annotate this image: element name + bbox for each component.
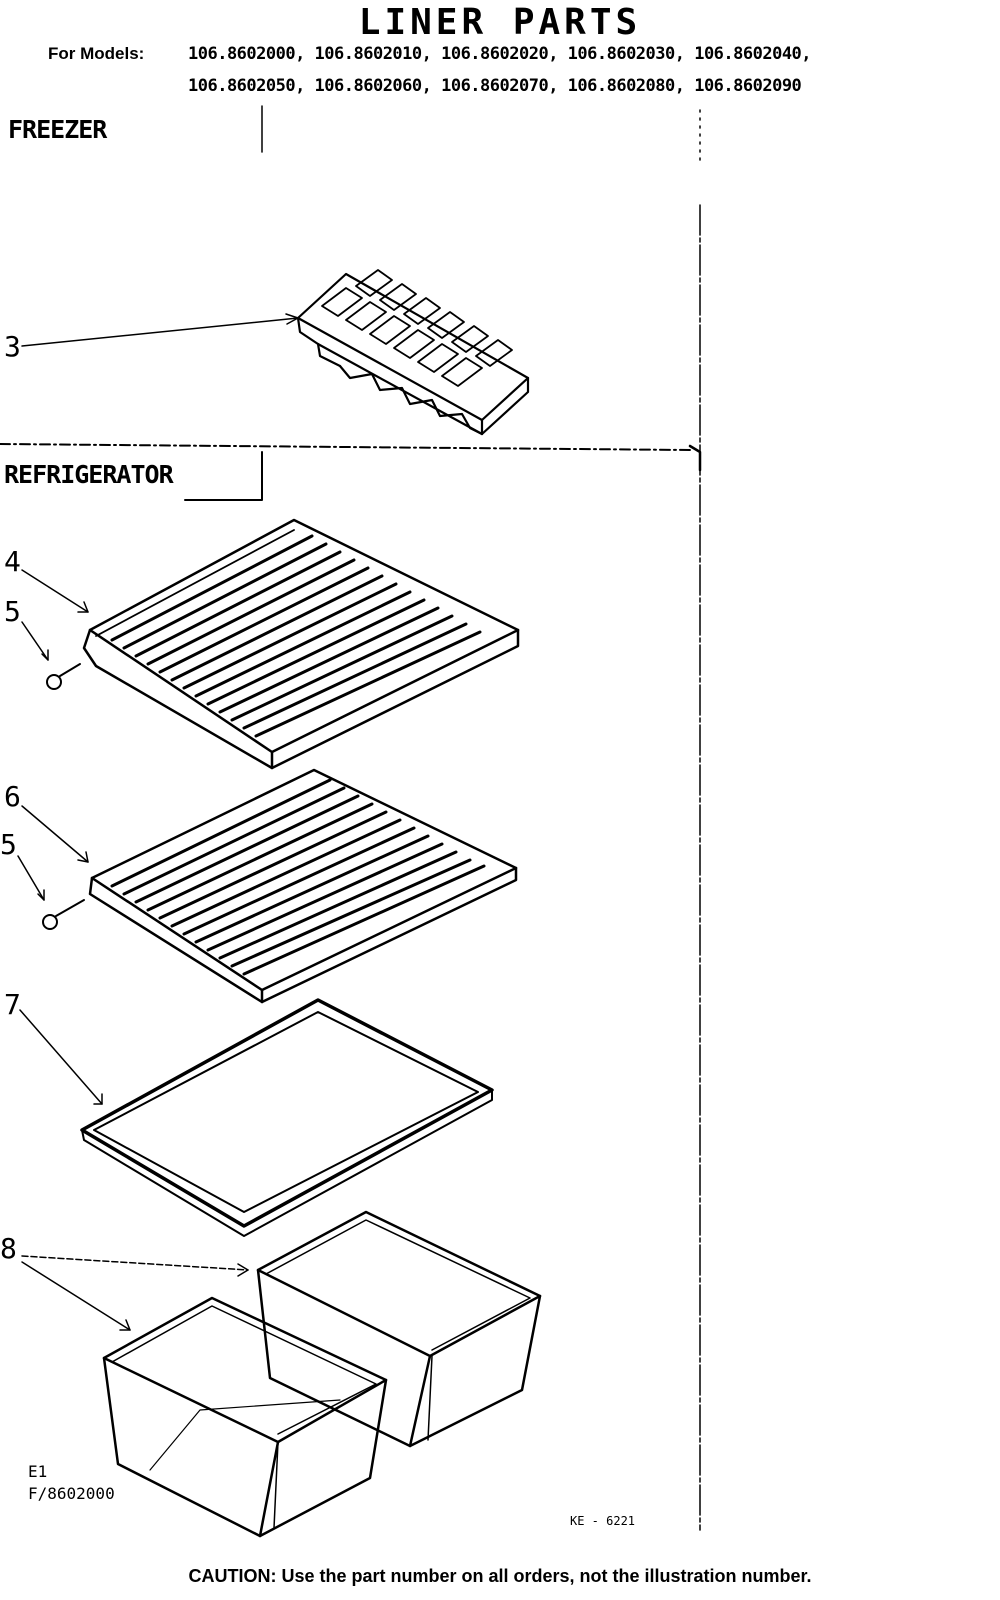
- leader-5-lower: [17, 855, 45, 901]
- compartment-divider: [0, 204, 702, 1531]
- callout-3: 3: [4, 330, 21, 363]
- refrigerator-label: REFRIGERATOR: [4, 460, 174, 489]
- models-label: For Models:: [48, 44, 145, 63]
- leader-6-arrow: [77, 851, 89, 863]
- callout-7: 7: [4, 988, 21, 1021]
- leader-8-upper-arrow: [237, 1263, 249, 1277]
- leader-5-upper-arrow: [41, 649, 49, 661]
- leader-7-arrow: [93, 1093, 103, 1105]
- leader-5-upper: [21, 621, 49, 661]
- caution-note: CAUTION: Use the part number on all orde…: [188, 1566, 812, 1586]
- crisper-drawer-front: [102, 1296, 388, 1538]
- leader-5-lower-arrow: [37, 889, 45, 901]
- page-title: LINER PARTS: [358, 2, 642, 43]
- leader-7: [19, 1009, 103, 1105]
- leader-6: [21, 805, 89, 863]
- models-line-2: 106.8602050, 106.8602060, 106.8602070, 1…: [188, 76, 802, 96]
- callout-5-upper: 5: [4, 595, 21, 628]
- callout-4: 4: [4, 545, 21, 578]
- drawing-code-figure: F/8602000: [28, 1484, 115, 1503]
- ice-cube-tray: [296, 269, 530, 436]
- footer-code: KE - 6221: [570, 1514, 636, 1528]
- leader-4: [21, 569, 89, 613]
- crisper-cover-frame: [80, 998, 494, 1237]
- shelf-stop-clip-upper: [46, 663, 81, 690]
- lower-wire-shelf: [88, 768, 518, 1004]
- leader-4-arrow: [77, 601, 89, 613]
- freezer-bracket: [261, 105, 701, 161]
- leader-3: [21, 317, 299, 347]
- drawing-code-e1: E1: [28, 1462, 48, 1481]
- callout-8: 8: [0, 1232, 17, 1265]
- leader-8-upper: [21, 1255, 249, 1271]
- shelf-stop-clip-lower: [42, 899, 85, 930]
- leader-8-lower: [21, 1261, 131, 1331]
- freezer-label: FREEZER: [8, 115, 107, 144]
- upper-wire-shelf: [82, 518, 520, 770]
- callout-6: 6: [4, 780, 21, 813]
- crisper-drawer-rear: [256, 1210, 542, 1448]
- leader-8-lower-arrow: [119, 1319, 131, 1331]
- leader-3-arrow: [285, 313, 299, 325]
- callout-5-lower: 5: [0, 828, 17, 861]
- models-line-1: 106.8602000, 106.8602010, 106.8602020, 1…: [188, 44, 812, 64]
